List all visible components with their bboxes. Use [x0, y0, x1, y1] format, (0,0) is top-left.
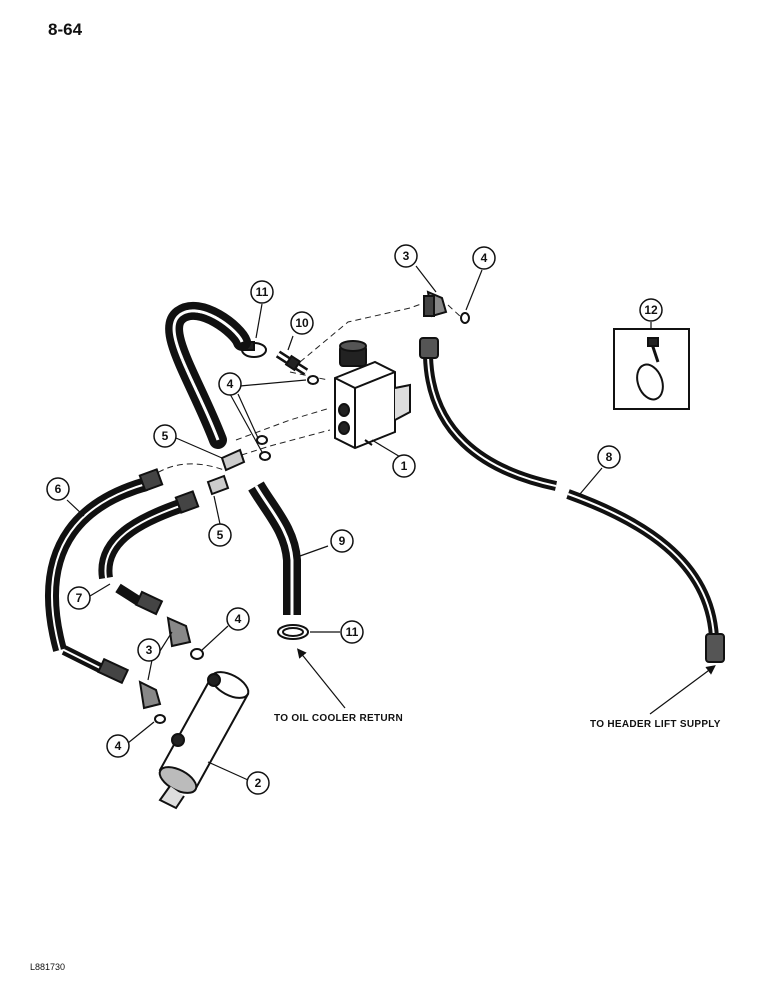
hose-upper-loop — [165, 301, 251, 449]
return-hose — [248, 481, 301, 615]
supply-hose-ends — [419, 337, 725, 663]
callout-2: 2 — [246, 771, 270, 795]
header-lift-supply-note: TO HEADER LIFT SUPPLY — [590, 719, 721, 730]
svg-text:9: 9 — [339, 534, 346, 548]
callout-6: 6 — [46, 477, 70, 501]
o-rings-valve — [256, 375, 319, 461]
svg-text:3: 3 — [146, 643, 153, 657]
callout-11-upper: 11 — [250, 280, 274, 304]
figure-code: L881730 — [30, 962, 66, 972]
svg-text:12: 12 — [644, 303, 658, 317]
svg-text:4: 4 — [481, 251, 488, 265]
callout-11-lower: 11 — [340, 620, 364, 644]
svg-text:10: 10 — [295, 316, 309, 330]
hose-6-ends — [96, 468, 164, 685]
callout-4-lower-left: 4 — [106, 734, 130, 758]
callout-8: 8 — [597, 445, 621, 469]
dashed-assembly-lines — [149, 299, 463, 479]
fittings-5 — [206, 448, 246, 496]
callout-12: 12 — [639, 298, 663, 322]
clamp-detail-box — [613, 328, 690, 410]
callout-9: 9 — [330, 529, 354, 553]
hose-clamp-lower — [277, 624, 309, 640]
hose-6 — [45, 477, 148, 673]
svg-text:7: 7 — [76, 591, 83, 605]
page-number: 8-64 — [48, 20, 83, 39]
callout-1: 1 — [392, 454, 416, 478]
fitting-10 — [275, 350, 309, 376]
callout-3-top: 3 — [394, 244, 418, 268]
svg-text:4: 4 — [235, 612, 242, 626]
o-rings-lower — [154, 648, 204, 724]
svg-text:3: 3 — [403, 249, 410, 263]
callout-3-lower: 3 — [137, 638, 161, 662]
callout-5-lower: 5 — [208, 523, 232, 547]
hose-7-ends — [134, 490, 200, 616]
callout-4-top: 4 — [472, 246, 496, 270]
elbow-top — [423, 290, 470, 324]
svg-text:4: 4 — [115, 739, 122, 753]
supply-hose — [423, 355, 719, 639]
callout-4-valve: 4 — [218, 372, 242, 396]
elbows-lower — [138, 616, 192, 710]
hose-7 — [98, 499, 183, 607]
svg-text:6: 6 — [55, 482, 62, 496]
valve-block — [334, 340, 411, 450]
oil-cooler-return-note: TO OIL COOLER RETURN — [274, 713, 403, 724]
note-arrows — [296, 648, 716, 715]
callout-7: 7 — [67, 586, 91, 610]
svg-text:2: 2 — [255, 776, 262, 790]
svg-text:5: 5 — [217, 528, 224, 542]
svg-text:11: 11 — [346, 625, 359, 639]
cylinder — [158, 671, 250, 810]
callout-4-lower-right: 4 — [226, 607, 250, 631]
svg-text:11: 11 — [256, 285, 269, 299]
svg-text:8: 8 — [606, 450, 613, 464]
svg-text:4: 4 — [227, 377, 234, 391]
callouts: 1 2 3 3 4 4 4 4 5 5 6 7 8 9 10 11 11 12 — [46, 244, 663, 795]
svg-text:1: 1 — [401, 459, 408, 473]
leader-lines — [66, 265, 652, 781]
svg-text:5: 5 — [162, 429, 169, 443]
callout-10: 10 — [290, 311, 314, 335]
callout-5-upper: 5 — [153, 424, 177, 448]
